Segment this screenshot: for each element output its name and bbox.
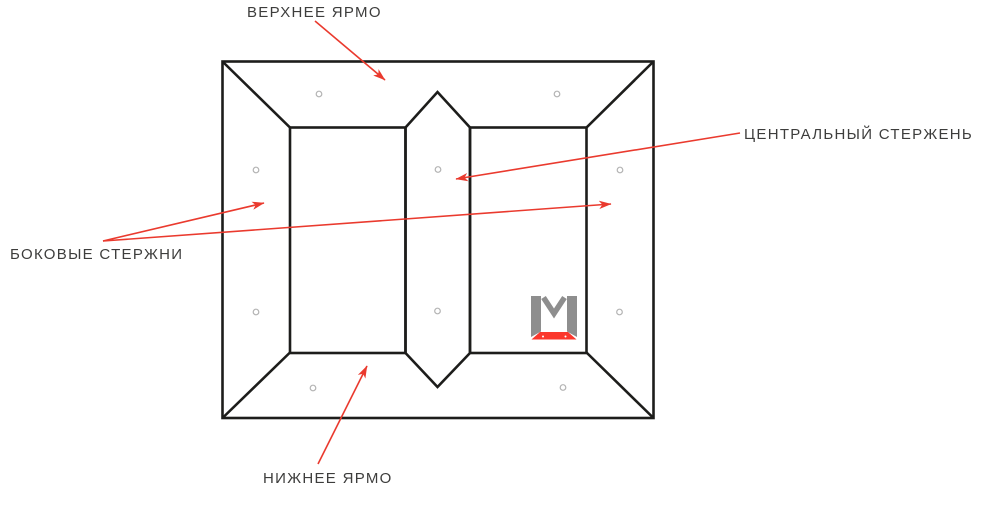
leader-arrows — [102, 20, 741, 465]
label-side-rods: БОКОВЫЕ СТЕРЖНИ — [10, 246, 183, 263]
bolt-hole — [553, 90, 561, 98]
logo-rivet-left — [542, 335, 544, 338]
bolt-hole — [252, 308, 260, 316]
core-window-left — [288, 126, 407, 355]
miter-line-top-left — [222, 61, 291, 129]
miter-line-bottom-right — [585, 351, 654, 419]
miter-line-top-right — [585, 61, 654, 129]
bolt-hole — [434, 166, 442, 173]
core-outer-frame — [221, 60, 655, 420]
logo-red-base — [531, 332, 577, 340]
bolt-hole — [434, 307, 441, 315]
bolt-hole — [309, 384, 317, 392]
bolt-hole — [559, 384, 567, 391]
logo-rivet-right — [564, 335, 567, 338]
bolt-hole — [315, 90, 323, 98]
bolt-hole — [616, 308, 623, 316]
leader-arrow-top-yoke — [314, 20, 386, 81]
label-central-rod: ЦЕНТРАЛЬНЫЙ СТЕРЖЕНЬ — [744, 125, 973, 143]
label-bottom-yoke: НИЖНЕЕ ЯРМО — [263, 470, 393, 487]
leader-arrow-central-rod — [455, 132, 741, 182]
diagram-labels: ВЕРХНЕЕ ЯРМО ЦЕНТРАЛЬНЫЙ СТЕРЖЕНЬ БОКОВЫ… — [10, 4, 973, 487]
bolt-holes — [252, 90, 624, 392]
miter-line-bottom-left — [222, 351, 291, 419]
bolt-hole — [252, 166, 260, 174]
logo-m-right-bar — [567, 296, 577, 337]
leader-arrow-side-rod-left — [102, 201, 265, 242]
logo-m-left-bar — [531, 296, 541, 337]
logo-m-vee — [541, 295, 567, 319]
label-top-yoke: ВЕРХНЕЕ ЯРМО — [247, 4, 382, 21]
transformer-core-outline — [221, 60, 655, 420]
central-rod-shape — [404, 90, 472, 389]
leader-arrow-side-rod-right — [102, 200, 612, 242]
bolt-hole — [616, 166, 624, 174]
leader-arrow-bottom-yoke — [317, 365, 368, 465]
m-frame-logo-icon — [531, 295, 577, 340]
